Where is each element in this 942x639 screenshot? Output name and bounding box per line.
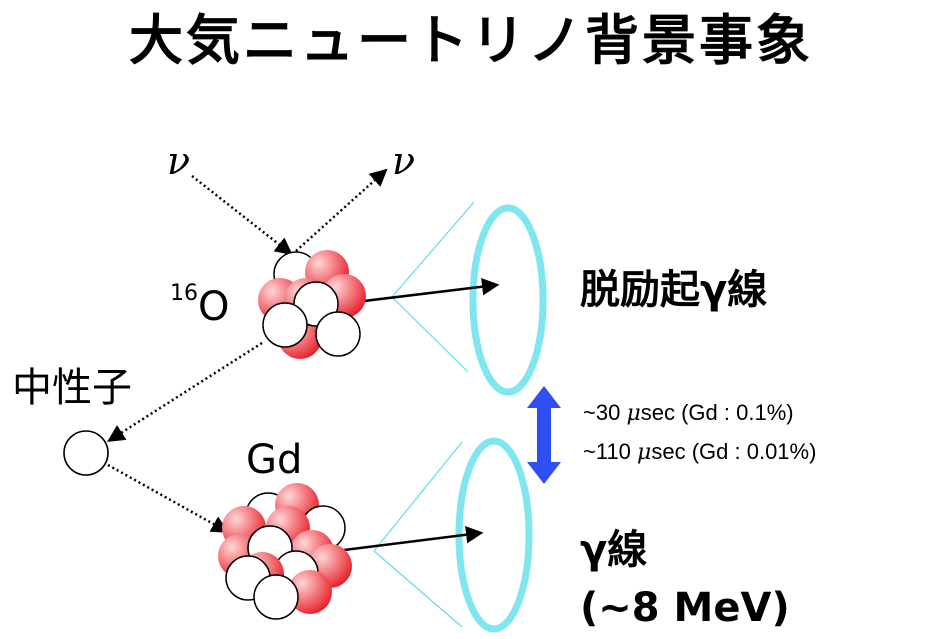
capture-gamma-cone [373, 437, 533, 633]
timing-line-1: ~30 μsec (Gd : 0.1%) [583, 402, 794, 425]
timing-2-mu: μ [637, 440, 652, 465]
timing-line-2: ~110 μsec (Gd : 0.01%) [583, 441, 816, 464]
incoming-neutrino-path [191, 175, 293, 256]
timing-1-unit: sec (Gd : 0.1%) [640, 400, 794, 425]
capture-gamma-label: γ線 [580, 527, 648, 573]
deexcitation-gamma-label: 脱励起γ線 [580, 267, 768, 313]
timing-1-value: ~30 [583, 400, 627, 425]
outgoing-neutrino-path [295, 168, 388, 252]
neutron-capture-path [107, 463, 230, 533]
timing-1-mu: μ [626, 401, 641, 426]
gamma-energy-label: (~8 MeV) [580, 585, 790, 631]
neutron [253, 574, 299, 620]
gadolinium-label: Gd [246, 437, 303, 483]
free-neutron [63, 430, 109, 476]
neutron [262, 302, 308, 348]
deexcitation-gamma-arrow [363, 277, 500, 303]
proton [288, 570, 332, 614]
deexcitation-cone [391, 201, 547, 396]
timing-2-unit: sec (Gd : 0.01%) [651, 439, 817, 464]
outgoing-neutrino-symbol: ν [392, 139, 416, 183]
capture-gamma-arrow [343, 526, 484, 552]
incoming-neutrino-symbol: ν [167, 139, 191, 183]
oxygen-label: 16O [170, 283, 230, 330]
gadolinium-nucleus [218, 483, 352, 620]
timing-2-value: ~110 [583, 439, 638, 464]
timing-double-arrow [527, 386, 561, 484]
oxygen-nucleus [258, 250, 366, 359]
neutron-emission-path [107, 341, 263, 442]
neutron-label: 中性子 [12, 365, 132, 411]
oxygen-mass-number: 16 [170, 281, 198, 306]
oxygen-symbol: O [198, 284, 230, 330]
page-title: 大気ニュートリノ背景事象 [129, 9, 813, 72]
neutron [315, 311, 361, 357]
